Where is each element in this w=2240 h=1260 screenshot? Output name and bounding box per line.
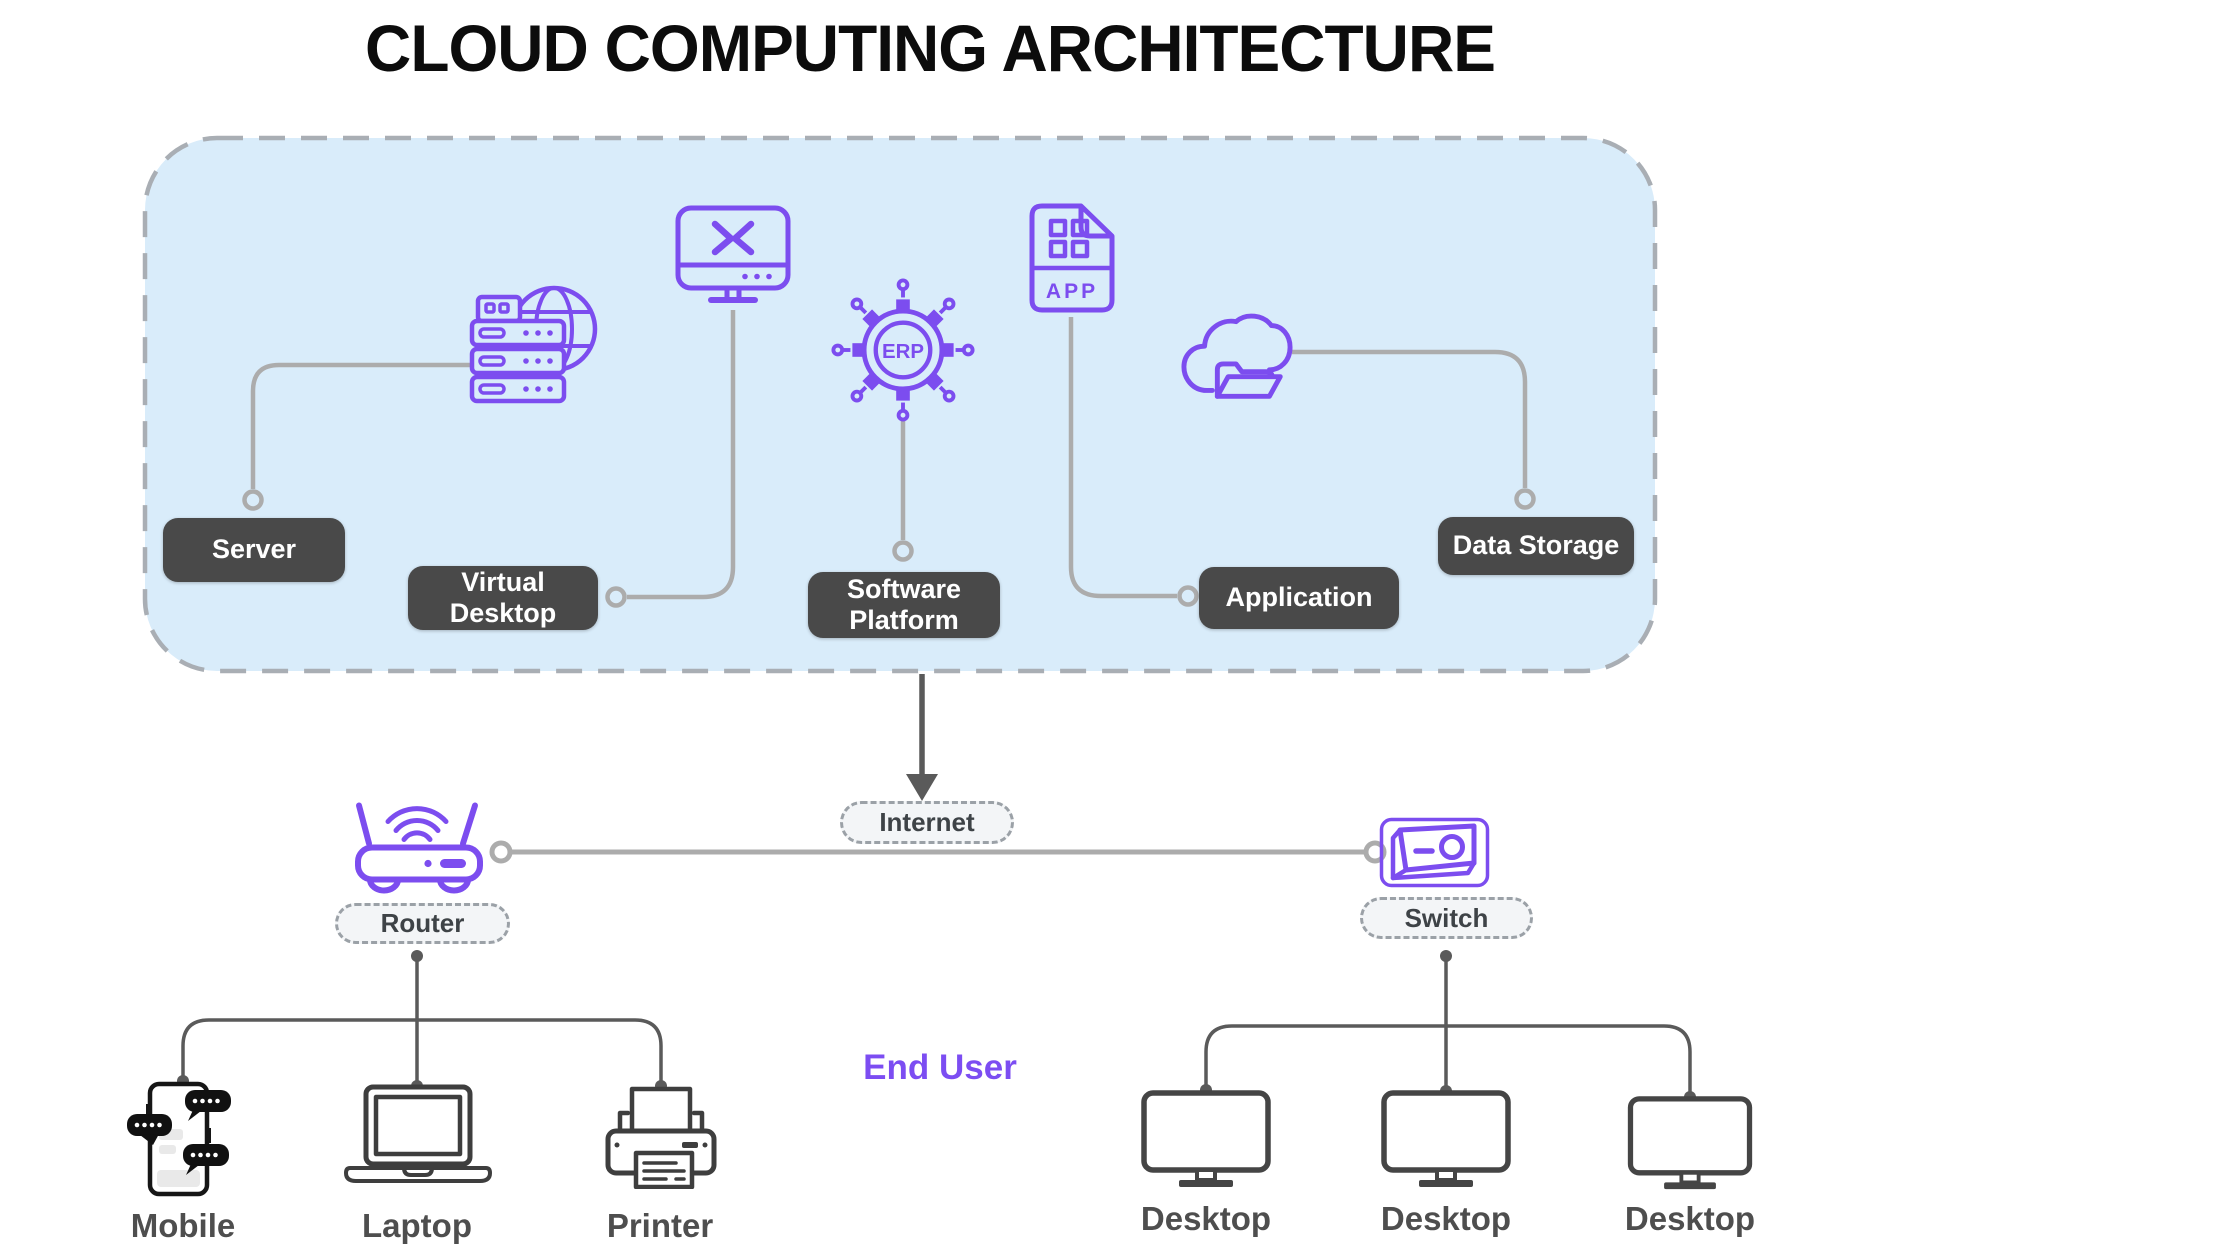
virtual-desktop-icon (675, 205, 791, 303)
router-label: Router (335, 903, 510, 944)
page-title: CLOUD COMPUTING ARCHITECTURE (365, 11, 1496, 85)
cloud-connectors (242, 310, 1536, 608)
mobile-label: Mobile (130, 1207, 236, 1244)
desktop-icon-1 (1141, 1090, 1271, 1187)
router-link-end (489, 840, 513, 864)
virtual-desktop-connector-end (605, 586, 627, 608)
internet-label: Internet (840, 801, 1014, 844)
application-connector-end (1177, 585, 1199, 607)
switch-icon (1379, 817, 1490, 888)
app-text: APP (1046, 280, 1098, 303)
app-file-icon: APP (1029, 203, 1115, 313)
data-storage-connector-end (1514, 488, 1536, 510)
chat-bubbles (127, 1090, 231, 1175)
virtual-desktop-connector (627, 310, 736, 600)
desktop-label-3: Desktop (1624, 1200, 1756, 1237)
desktop-icon-3 (1627, 1096, 1753, 1190)
desktop-icon-2 (1381, 1090, 1511, 1187)
laptop-label: Laptop (362, 1207, 472, 1244)
application-connector (1068, 317, 1177, 599)
server-connector (250, 362, 474, 489)
switch-link-end (1363, 840, 1387, 864)
erp-text: ERP (882, 340, 924, 363)
data-storage-connector (1292, 349, 1528, 488)
server-leds (523, 330, 553, 392)
cloud-zone (142, 135, 1658, 674)
router-device-tree (177, 950, 667, 1092)
laptop-icon (344, 1084, 492, 1183)
router-switch-link (489, 840, 1387, 864)
node-server: Server (163, 518, 345, 582)
cloud-to-internet-arrow (906, 674, 938, 801)
desktop-label-1: Desktop (1140, 1200, 1272, 1237)
node-application: Application (1199, 567, 1399, 629)
monitor-dots (742, 273, 772, 280)
printer-icon (605, 1086, 717, 1189)
switch-device-tree (1200, 950, 1696, 1103)
data-storage-icon (1181, 313, 1293, 399)
node-virtual-desktop: Virtual Desktop (408, 566, 598, 630)
mobile-icon (127, 1081, 231, 1197)
node-software-platform: Software Platform (808, 572, 1000, 638)
node-data-storage: Data Storage (1438, 517, 1634, 575)
printer-label: Printer (606, 1207, 714, 1244)
desktop-label-2: Desktop (1380, 1200, 1512, 1237)
server-icon (469, 285, 598, 404)
erp-icon: ERP (830, 277, 976, 423)
server-connector-end (242, 489, 264, 511)
router-icon (355, 802, 483, 894)
arrowhead (906, 774, 938, 801)
switch-label: Switch (1360, 897, 1533, 939)
software-platform-connector-end (892, 540, 914, 562)
end-user-label: End User (863, 1048, 1017, 1087)
